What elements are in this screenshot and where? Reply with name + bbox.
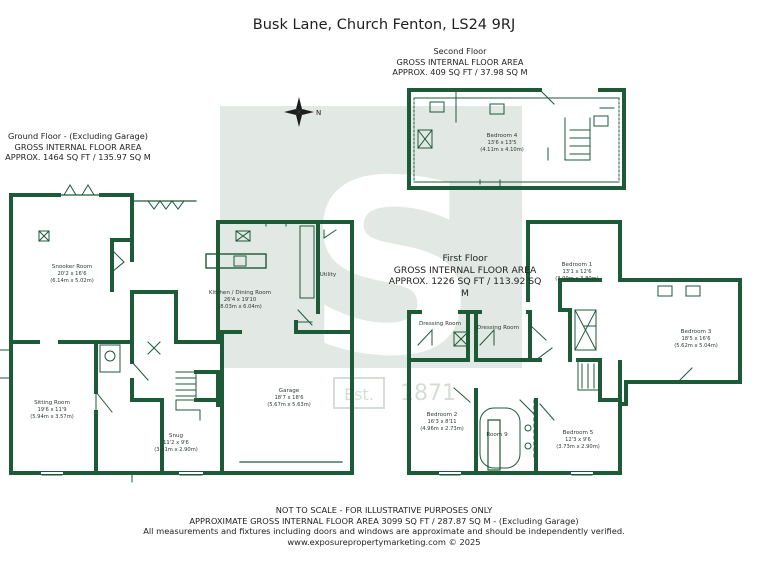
room-bedroom4-name: Bedroom 4 [486, 133, 518, 139]
first-floor-walls [407, 220, 742, 475]
room-utility: Utility [320, 272, 336, 279]
compass-north-label: N [316, 109, 321, 117]
room-bedroom1-metric: (3.99m x 3.80m) [555, 275, 599, 282]
room-bedroom1-imperial: 13'1 x 12'6 [562, 268, 592, 275]
watermark-est: Est. [344, 385, 374, 404]
watermark-letter: S [306, 129, 479, 409]
room-sitting-imperial: 19'6 x 11'9 [37, 406, 67, 413]
first-floor-heading: First Floor [442, 253, 488, 264]
room-kitchen: Kitchen / Dining Room 26'4 x 19'10 (8.03… [209, 290, 271, 310]
room-utility-name: Utility [319, 272, 337, 278]
room-snug-name: Snug [168, 433, 184, 439]
room-snug: Snug 11'2 x 9'6 (3.41m x 2.90m) [154, 433, 198, 453]
room-snug-metric: (3.41m x 2.90m) [154, 446, 198, 453]
second-floor-fixtures [413, 89, 620, 187]
room-bedroom4-imperial: 13'6 x 13'5 [487, 139, 517, 146]
room-snooker: Snooker Room 20'2 x 16'6 (6.14m x 5.02m) [50, 264, 94, 284]
room-dressing-1-name: Dressing Room [418, 321, 462, 327]
ground-floor-heading-block: Ground Floor - (Excluding Garage) GROSS … [0, 131, 156, 163]
first-floor-area: APPROX. 1226 SQ FT / 113.92 SQ M [388, 276, 542, 299]
room-bedroom1: Bedroom 1 13'1 x 12'6 (3.99m x 3.80m) [555, 262, 599, 282]
footer-scale-note: NOT TO SCALE - FOR ILLUSTRATIVE PURPOSES… [275, 505, 493, 515]
room-garage-imperial: 18'7 x 18'6 [274, 394, 304, 401]
room-sitting-metric: (5.94m x 3.57m) [30, 413, 74, 420]
room-dressing-1: Dressing Room [419, 321, 461, 328]
first-floor-heading-block: First Floor GROSS INTERNAL FLOOR AREA AP… [384, 253, 546, 299]
watermark-panel [220, 106, 522, 368]
room-snooker-name: Snooker Room [51, 264, 93, 270]
second-floor-area: APPROX. 409 SQ FT / 37.98 SQ M [392, 67, 528, 78]
footer-total-area: APPROXIMATE GROSS INTERNAL FLOOR AREA 30… [189, 515, 579, 526]
room-dressing-2: Dressing Room [477, 325, 519, 332]
footer-website: www.exposurepropertymarketing.com © 2025 [287, 536, 481, 547]
room-bedroom2-metric: (4.96m x 2.73m) [420, 425, 464, 432]
room-bedroom3-metric: (5.62m x 5.04m) [674, 342, 718, 349]
room-kitchen-metric: (8.03m x 6.04m) [218, 303, 262, 310]
ground-floor-area: APPROX. 1464 SQ FT / 135.97 SQ M [5, 152, 151, 163]
room-sitting: Sitting Room 19'6 x 11'9 (5.94m x 3.57m) [30, 400, 74, 420]
ground-floor-walls [9, 193, 354, 475]
room-snooker-imperial: 20'2 x 16'6 [57, 270, 87, 277]
room-bedroom2: Bedroom 2 16'3 x 8'11 (4.96m x 2.73m) [420, 412, 464, 432]
first-floor-fixtures [417, 222, 701, 476]
second-floor-heading: Second Floor [433, 46, 487, 56]
room-kitchen-name: Kitchen / Dining Room [208, 290, 272, 296]
watermark: S Est. 1871 [220, 106, 522, 409]
room-bedroom2-imperial: 16'3 x 8'11 [427, 418, 457, 425]
room-bedroom2-name: Bedroom 2 [426, 412, 458, 418]
watermark-est-box [333, 377, 385, 409]
footer: NOT TO SCALE - FOR ILLUSTRATIVE PURPOSES… [0, 505, 768, 547]
room-bedroom4-metric: (4.11m x 4.10m) [480, 146, 524, 153]
ground-floor-heading: Ground Floor - (Excluding Garage) [8, 131, 148, 141]
room-bedroom5-metric: (3.73m x 2.90m) [556, 443, 600, 450]
compass-arrow-up [296, 97, 302, 112]
second-floor-walls [407, 88, 626, 190]
ground-floor-area-label: GROSS INTERNAL FLOOR AREA [14, 141, 142, 152]
room-kitchen-imperial: 26'4 x 19'10 [223, 296, 257, 303]
room-bedroom1-name: Bedroom 1 [561, 262, 593, 268]
room-bedroom3-name: Bedroom 3 [680, 329, 712, 335]
compass: N [284, 97, 321, 127]
room-snug-imperial: 11'2 x 9'6 [163, 439, 189, 446]
second-floor-area-label: GROSS INTERNAL FLOOR AREA [396, 56, 524, 67]
room-bedroom5-name: Bedroom 5 [562, 430, 594, 436]
room-bedroom5: Bedroom 5 12'3 x 9'6 (3.73m x 2.90m) [556, 430, 600, 450]
room-bedroom3: Bedroom 3 18'5 x 16'6 (5.62m x 5.04m) [674, 329, 718, 349]
second-floor-heading-block: Second Floor GROSS INTERNAL FLOOR AREA A… [360, 46, 560, 78]
room-bedroom4: Bedroom 4 13'6 x 13'5 (4.11m x 4.10m) [480, 133, 524, 153]
plan-title: Busk Lane, Church Fenton, LS24 9RJ [252, 17, 516, 33]
room-dressing-2-name: Dressing Room [476, 325, 520, 331]
room-garage: Garage 18'7 x 18'6 (5.67m x 5.63m) [267, 388, 311, 408]
first-floor-area-label: GROSS INTERNAL FLOOR AREA [393, 264, 537, 276]
room-bedroom3-imperial: 18'5 x 16'6 [681, 335, 711, 342]
room-sitting-name: Sitting Room [34, 400, 70, 406]
room-snooker-metric: (6.14m x 5.02m) [50, 277, 94, 284]
room-bedroom5-imperial: 12'3 x 9'6 [565, 436, 591, 443]
room-garage-metric: (5.67m x 5.63m) [267, 401, 311, 408]
footer-disclaimer: All measurements and fixtures including … [143, 526, 625, 537]
ground-floor-fixtures [0, 184, 343, 483]
room-room9-name: Room 9 [486, 432, 508, 438]
room-room9: Room 9 [486, 432, 507, 439]
room-garage-name: Garage [278, 388, 300, 394]
